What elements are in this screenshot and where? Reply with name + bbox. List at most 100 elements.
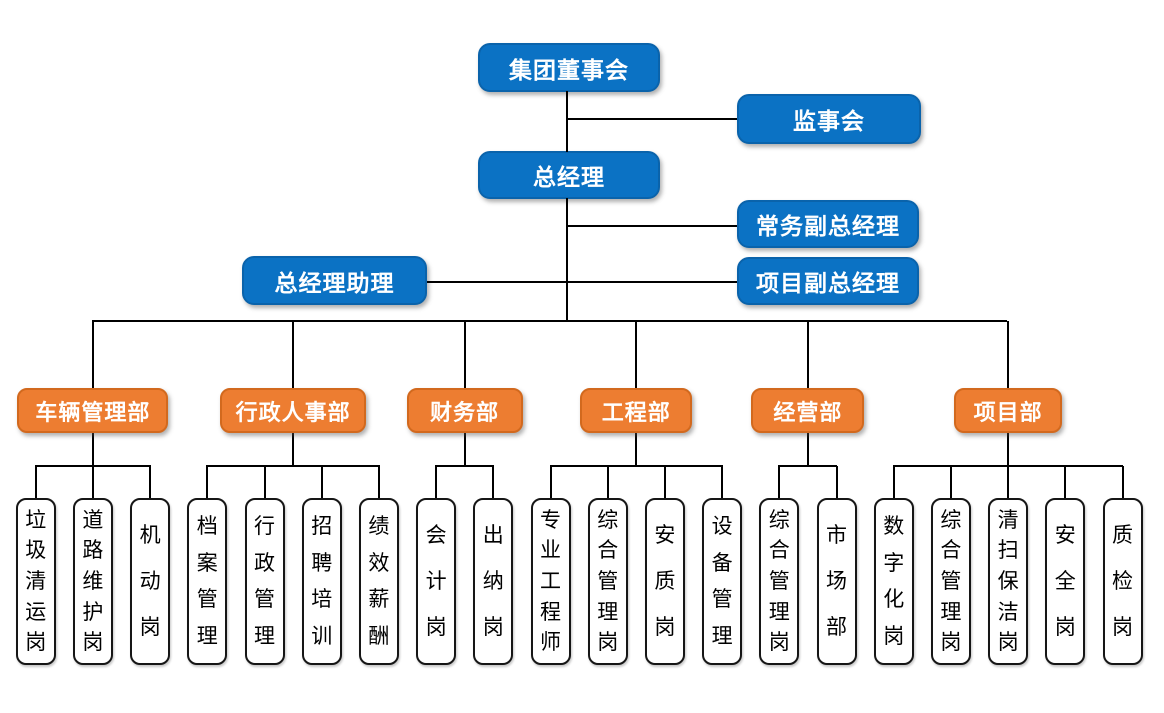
connector-line xyxy=(91,466,94,498)
org-box-supervisory-board: 监事会 xyxy=(737,94,921,144)
org-box-position: 安质岗 xyxy=(644,498,685,665)
position-label-char: 岗 xyxy=(997,631,1019,655)
org-box-position: 综合管理岗 xyxy=(759,498,800,665)
connector-line xyxy=(377,466,380,498)
connector-line xyxy=(566,225,737,227)
connector-line xyxy=(34,466,37,498)
connector-line xyxy=(806,433,809,466)
connector-line xyxy=(492,466,495,498)
org-box-position: 出纳岗 xyxy=(473,498,514,665)
position-label-char: 薪 xyxy=(368,588,390,612)
position-label-char: 管 xyxy=(196,588,218,612)
org-box-position: 机动岗 xyxy=(130,498,171,665)
org-box-position: 档案管理 xyxy=(187,498,228,665)
position-label-char: 会 xyxy=(425,524,447,547)
position-label-char: 岗 xyxy=(25,631,47,655)
connector-line xyxy=(1007,433,1010,466)
position-label-char: 市 xyxy=(826,524,847,547)
position-label-char: 理 xyxy=(196,625,218,649)
connector-line xyxy=(320,466,323,498)
position-label-char: 垃 xyxy=(25,508,47,532)
connector-line xyxy=(1007,321,1010,388)
position-label-char: 质 xyxy=(1112,524,1133,547)
connector-line xyxy=(1064,466,1067,498)
position-label-char: 出 xyxy=(482,524,504,547)
connector-line xyxy=(566,198,568,321)
position-label-char: 字 xyxy=(883,551,905,575)
connector-line xyxy=(549,466,552,498)
org-box-project-deputy-gm: 项目副总经理 xyxy=(737,257,919,305)
org-box-position: 安全岗 xyxy=(1045,498,1086,665)
connector-line xyxy=(721,466,724,498)
org-box-department: 财务部 xyxy=(406,388,523,433)
position-label-char: 综 xyxy=(940,508,962,532)
org-box-position: 清扫保洁岗 xyxy=(988,498,1029,665)
position-label-char: 运 xyxy=(25,600,47,624)
org-box-position: 数字化岗 xyxy=(873,498,914,665)
connector-line xyxy=(892,466,895,498)
position-label-char: 聘 xyxy=(311,551,333,575)
position-label-char: 训 xyxy=(311,625,333,649)
position-label-char: 岗 xyxy=(768,631,790,655)
position-label-char: 综 xyxy=(768,508,790,532)
position-label-char: 绩 xyxy=(368,514,390,538)
connector-line xyxy=(292,321,295,388)
connector-line xyxy=(663,466,666,498)
connector-line xyxy=(806,321,809,388)
position-label-char: 管 xyxy=(597,569,619,593)
org-box-board: 集团董事会 xyxy=(478,43,660,92)
position-label-char: 岗 xyxy=(1112,616,1133,639)
position-label-char: 合 xyxy=(768,539,790,563)
position-label-char: 程 xyxy=(540,600,561,624)
org-box-position: 绩效薪酬 xyxy=(358,498,399,665)
connector-line xyxy=(435,465,495,467)
position-label-char: 动 xyxy=(139,570,161,593)
position-label-char: 档 xyxy=(196,514,218,538)
position-label-char: 圾 xyxy=(25,539,47,563)
position-label-char: 招 xyxy=(311,514,333,538)
connector-line xyxy=(263,466,266,498)
position-label-char: 数 xyxy=(883,514,905,538)
position-label-char: 设 xyxy=(711,514,733,538)
org-box-position: 垃圾清运岗 xyxy=(15,498,56,665)
position-label-char: 合 xyxy=(940,539,962,563)
position-label-char: 培 xyxy=(311,588,333,612)
position-label-char: 管 xyxy=(711,588,733,612)
org-box-executive-deputy-gm: 常务副总经理 xyxy=(737,200,919,248)
position-label-char: 备 xyxy=(711,551,733,575)
position-label-char: 理 xyxy=(711,625,733,649)
connector-line xyxy=(463,433,466,466)
connector-line xyxy=(778,465,838,467)
connector-line xyxy=(549,465,724,467)
connector-line xyxy=(635,321,638,388)
connector-line xyxy=(435,466,438,498)
position-label-char: 政 xyxy=(254,551,275,575)
position-label-char: 合 xyxy=(597,539,619,563)
connector-line xyxy=(463,321,466,388)
position-label-char: 路 xyxy=(82,539,104,563)
position-label-char: 全 xyxy=(1054,570,1076,593)
position-label-char: 岗 xyxy=(139,616,161,639)
position-label-char: 扫 xyxy=(997,539,1019,563)
connector-line xyxy=(1121,466,1124,498)
connector-line xyxy=(778,466,781,498)
connector-line xyxy=(91,321,94,388)
connector-line xyxy=(206,465,380,467)
connector-line xyxy=(91,433,94,466)
position-label-char: 岗 xyxy=(883,625,905,649)
org-box-position: 综合管理岗 xyxy=(587,498,628,665)
position-label-char: 岗 xyxy=(654,616,676,639)
position-label-char: 师 xyxy=(540,631,561,655)
position-label-char: 岗 xyxy=(597,631,619,655)
org-box-general-manager: 总经理 xyxy=(478,151,660,199)
org-box-position: 市场部 xyxy=(816,498,857,665)
org-box-department: 行政人事部 xyxy=(220,388,367,433)
position-label-char: 安 xyxy=(654,524,676,547)
connector-line xyxy=(149,466,152,498)
position-label-char: 部 xyxy=(826,616,847,639)
position-label-char: 酬 xyxy=(368,625,390,649)
org-box-position: 招聘培训 xyxy=(301,498,342,665)
position-label-char: 道 xyxy=(82,508,104,532)
connector-line xyxy=(835,466,838,498)
